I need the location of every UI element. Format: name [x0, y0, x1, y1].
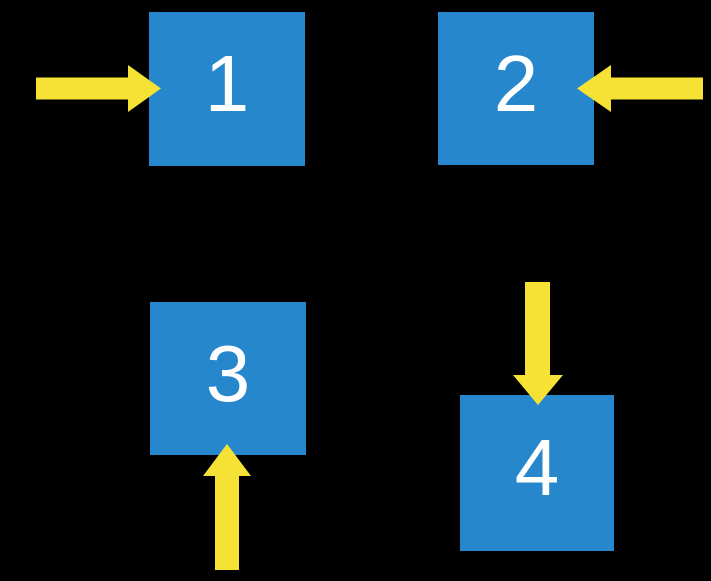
left-arrow-icon — [577, 65, 703, 112]
down-arrow-icon — [513, 282, 563, 405]
box-1: 1 — [149, 12, 305, 166]
up-arrow-icon — [203, 444, 251, 570]
box-1-label: 1 — [204, 39, 250, 128]
box-2: 2 — [438, 12, 594, 165]
box-4: 4 — [460, 395, 614, 551]
box-4-label: 4 — [514, 423, 560, 512]
box-3: 3 — [150, 302, 306, 455]
box-3-label: 3 — [205, 328, 251, 418]
right-arrow-icon — [36, 65, 161, 112]
box-2-label: 2 — [493, 38, 539, 128]
